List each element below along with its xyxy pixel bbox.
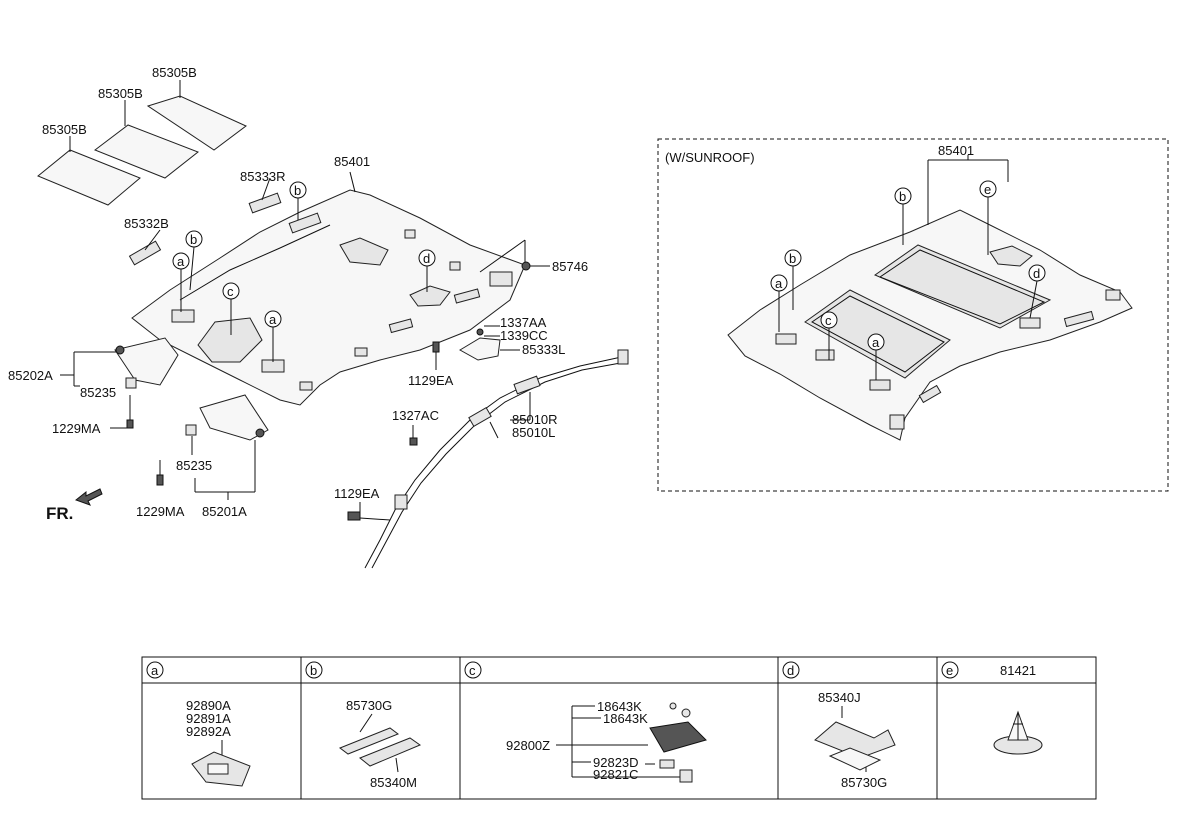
svg-text:d: d: [423, 251, 430, 266]
clip-81421-icon: [993, 710, 1043, 755]
svg-text:c: c: [825, 313, 832, 328]
label-85305b: 85305B: [98, 86, 143, 101]
cell-a-part: 92890A: [186, 698, 231, 713]
label-1129ea: 1129EA: [408, 373, 454, 388]
label-85332b: 85332B: [124, 216, 169, 231]
svg-text:b: b: [899, 189, 906, 204]
cell-a-part: 92892A: [186, 724, 231, 739]
label-85010r: 85010R: [512, 412, 558, 427]
sunroof-headlining-panel: [727, 209, 1133, 441]
label-85401: 85401: [334, 154, 370, 169]
label-85333l: 85333L: [522, 342, 565, 357]
label-1229ma: 1229MA: [52, 421, 101, 436]
table-key-a: a: [151, 663, 159, 678]
callout-a-2: a: [264, 310, 282, 362]
callout-d-1: d: [418, 249, 436, 292]
grip-handle-icon: [338, 713, 422, 773]
cell-a-part: 92891A: [186, 711, 231, 726]
svg-text:c: c: [227, 284, 234, 299]
table-key-b: b: [310, 663, 317, 678]
cell-d-top: 85340J: [818, 690, 861, 705]
svg-text:b: b: [789, 251, 796, 266]
sunroof-title: (W/SUNROOF): [665, 150, 755, 165]
label-85305b: 85305B: [42, 122, 87, 137]
cell-d-bottom: 85730G: [841, 775, 887, 790]
label-85746: 85746: [552, 259, 588, 274]
callout-b-1: b: [289, 181, 307, 220]
callout-a-1: a: [172, 252, 190, 312]
label-85201a: 85201A: [202, 504, 247, 519]
svg-text:d: d: [1033, 266, 1040, 281]
svg-text:a: a: [872, 335, 880, 350]
overhead-console-icon: [556, 702, 707, 783]
label-1229ma: 1229MA: [136, 504, 185, 519]
cell-c-item: 92823D: [593, 755, 639, 770]
sunvisor-left: [60, 337, 179, 429]
sunvisor-right: [156, 394, 269, 500]
clip-85746: [479, 239, 550, 273]
label-85202a: 85202A: [8, 368, 53, 383]
callout-b-2: b: [185, 230, 203, 291]
sunroof-label-85401: 85401: [938, 143, 974, 158]
table-key-d: d: [787, 663, 794, 678]
svg-text:a: a: [269, 312, 277, 327]
roof-pads: [37, 80, 247, 206]
sunroof-variant-box: [657, 138, 1169, 492]
curtain-airbag: [347, 349, 629, 569]
bracket-85333l: [432, 325, 520, 370]
svg-text:a: a: [775, 276, 783, 291]
label-1339cc: 1339CC: [500, 328, 548, 343]
cell-b-bottom: 85340M: [370, 775, 417, 790]
legend-table: [141, 656, 1097, 800]
callout-c-1: c: [222, 282, 240, 335]
cell-e-part: 81421: [1000, 663, 1036, 678]
cell-b-top: 85730G: [346, 698, 392, 713]
sunroof-callouts: e b b a c a d: [770, 155, 1046, 380]
front-label: FR.: [46, 504, 73, 523]
label-1337aa: 1337AA: [500, 315, 547, 330]
headlining-panel: [128, 171, 526, 406]
cell-c-item: 92821C: [593, 767, 639, 782]
table-key-e: e: [946, 663, 953, 678]
cell-c-main: 92800Z: [506, 738, 550, 753]
label-85235: 85235: [80, 385, 116, 400]
svg-text:b: b: [190, 232, 197, 247]
label-1327ac: 1327AC: [392, 408, 439, 423]
table-key-c: c: [469, 663, 476, 678]
label-85305b: 85305B: [152, 65, 197, 80]
label-85010l: 85010L: [512, 425, 555, 440]
svg-text:e: e: [984, 182, 991, 197]
label-85235: 85235: [176, 458, 212, 473]
cell-c-item: 18643K: [603, 711, 648, 726]
svg-text:b: b: [294, 183, 301, 198]
label-1129ea: 1129EA: [334, 486, 380, 501]
map-lamp-icon: [191, 740, 251, 787]
cell-c-item: 18643K: [597, 699, 642, 714]
label-85333r: 85333R: [240, 169, 286, 184]
svg-text:a: a: [177, 254, 185, 269]
front-arrow-icon: [74, 488, 103, 506]
grab-handle-icon: [814, 706, 896, 772]
